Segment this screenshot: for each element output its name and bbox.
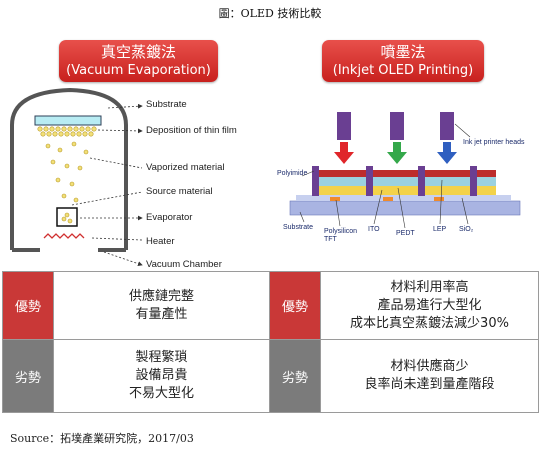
label-inkjet-heads: Ink jet printer heads	[463, 139, 525, 146]
ito-pedt-layer	[312, 186, 496, 195]
inkjet-adv-item: 產品易進行大型化	[377, 297, 482, 313]
inkjet-head-1	[337, 112, 351, 140]
label-inkjet-substrate: Substrate	[283, 224, 313, 231]
disadvantages-row: 劣勢 製程繁瑣 設備昂貴 不易大型化 劣勢 材料供應商少 良率尚未達到量產階段	[2, 339, 539, 413]
inkjet-head-3	[440, 112, 454, 140]
vacuum-advantage-label: 優勢	[2, 271, 54, 340]
vacuum-dis-item: 製程繁瑣	[135, 350, 188, 365]
label-heater: Heater	[146, 236, 175, 247]
inkjet-disadvantage-label: 劣勢	[269, 339, 321, 413]
vacuum-dis-item: 不易大型化	[128, 386, 194, 401]
vaporized-particles	[45, 141, 89, 203]
label-tft: TFT	[324, 236, 337, 243]
label-substrate: Substrate	[146, 99, 187, 110]
tft-elements	[330, 197, 444, 201]
substrate-layer	[289, 200, 521, 216]
sio2-layer	[296, 195, 511, 201]
vacuum-dis-item: 設備昂貴	[135, 368, 188, 383]
inkjet-advantage-label: 優勢	[269, 271, 321, 340]
comparison-table: 優勢 供應鏈完整 有量產性 優勢 材料利用率高 產品易進行大型化 成本比真空蒸鍍…	[2, 271, 539, 413]
inkjet-advantages: 材料利用率高 產品易進行大型化 成本比真空蒸鍍法減少30%	[320, 271, 539, 340]
label-vaporized-material: Vaporized material	[146, 162, 225, 173]
label-deposition: Deposition of thin film	[146, 125, 237, 136]
vacuum-adv-item: 有量產性	[135, 306, 188, 322]
label-polysilicon: Polysilicon	[324, 228, 358, 235]
green-ink-arrow	[387, 142, 407, 164]
vacuum-adv-item: 供應鏈完整	[128, 288, 194, 304]
label-ito: ITO	[368, 226, 380, 233]
advantages-row: 優勢 供應鏈完整 有量產性 優勢 材料利用率高 產品易進行大型化 成本比真空蒸鍍…	[2, 271, 539, 340]
label-lep: LEP	[433, 226, 447, 233]
polyimide-layer	[312, 170, 496, 177]
inkjet-head-2	[390, 112, 404, 140]
label-evaporator: Evaporator	[146, 212, 193, 223]
blue-ink-arrow	[437, 142, 457, 164]
inkjet-disadvantages: 材料供應商少 良率尚未達到量產階段	[320, 339, 539, 413]
vacuum-method-name-en: (Vacuum Evaporation)	[66, 63, 211, 78]
inkjet-adv-item: 材料利用率高	[390, 279, 469, 295]
polyimide-banks	[312, 166, 477, 196]
inkjet-method-name-en: (Inkjet OLED Printing)	[332, 63, 474, 78]
vacuum-disadvantage-label: 劣勢	[2, 339, 54, 413]
inkjet-illustration	[289, 112, 521, 216]
source-note: Source：拓墣產業研究院，2017/03	[10, 432, 194, 445]
heater-coil	[43, 233, 85, 239]
label-pedt: PEDT	[396, 230, 415, 237]
label-vacuum-chamber: Vacuum Chamber	[146, 259, 222, 270]
label-polyimide: Polyimide	[277, 170, 308, 177]
inkjet-dis-item: 材料供應商少	[390, 359, 469, 374]
vacuum-chamber-illustration	[10, 87, 128, 252]
inkjet-method-name: 噴墨法	[380, 43, 426, 61]
thin-film-particles	[37, 126, 97, 137]
red-ink-arrow	[334, 142, 354, 164]
substrate-plate	[34, 115, 102, 126]
vacuum-method-header: 真空蒸鍍法 (Vacuum Evaporation)	[59, 40, 218, 82]
inkjet-method-header: 噴墨法 (Inkjet OLED Printing)	[322, 40, 484, 82]
inkjet-adv-item: 成本比真空蒸鍍法減少30%	[350, 315, 509, 331]
figure-title: 圖：OLED 技術比較	[218, 7, 322, 20]
label-sio2: SiO₂	[459, 226, 474, 233]
vacuum-disadvantages: 製程繁瑣 設備昂貴 不易大型化	[53, 339, 270, 413]
vacuum-method-name: 真空蒸鍍法	[100, 43, 176, 61]
oled-process-diagram	[10, 87, 521, 266]
lep-layer	[312, 177, 496, 186]
vacuum-advantages: 供應鏈完整 有量產性	[53, 271, 270, 340]
inkjet-dis-item: 良率尚未達到量產階段	[364, 377, 495, 392]
label-source-material: Source material	[146, 186, 213, 197]
